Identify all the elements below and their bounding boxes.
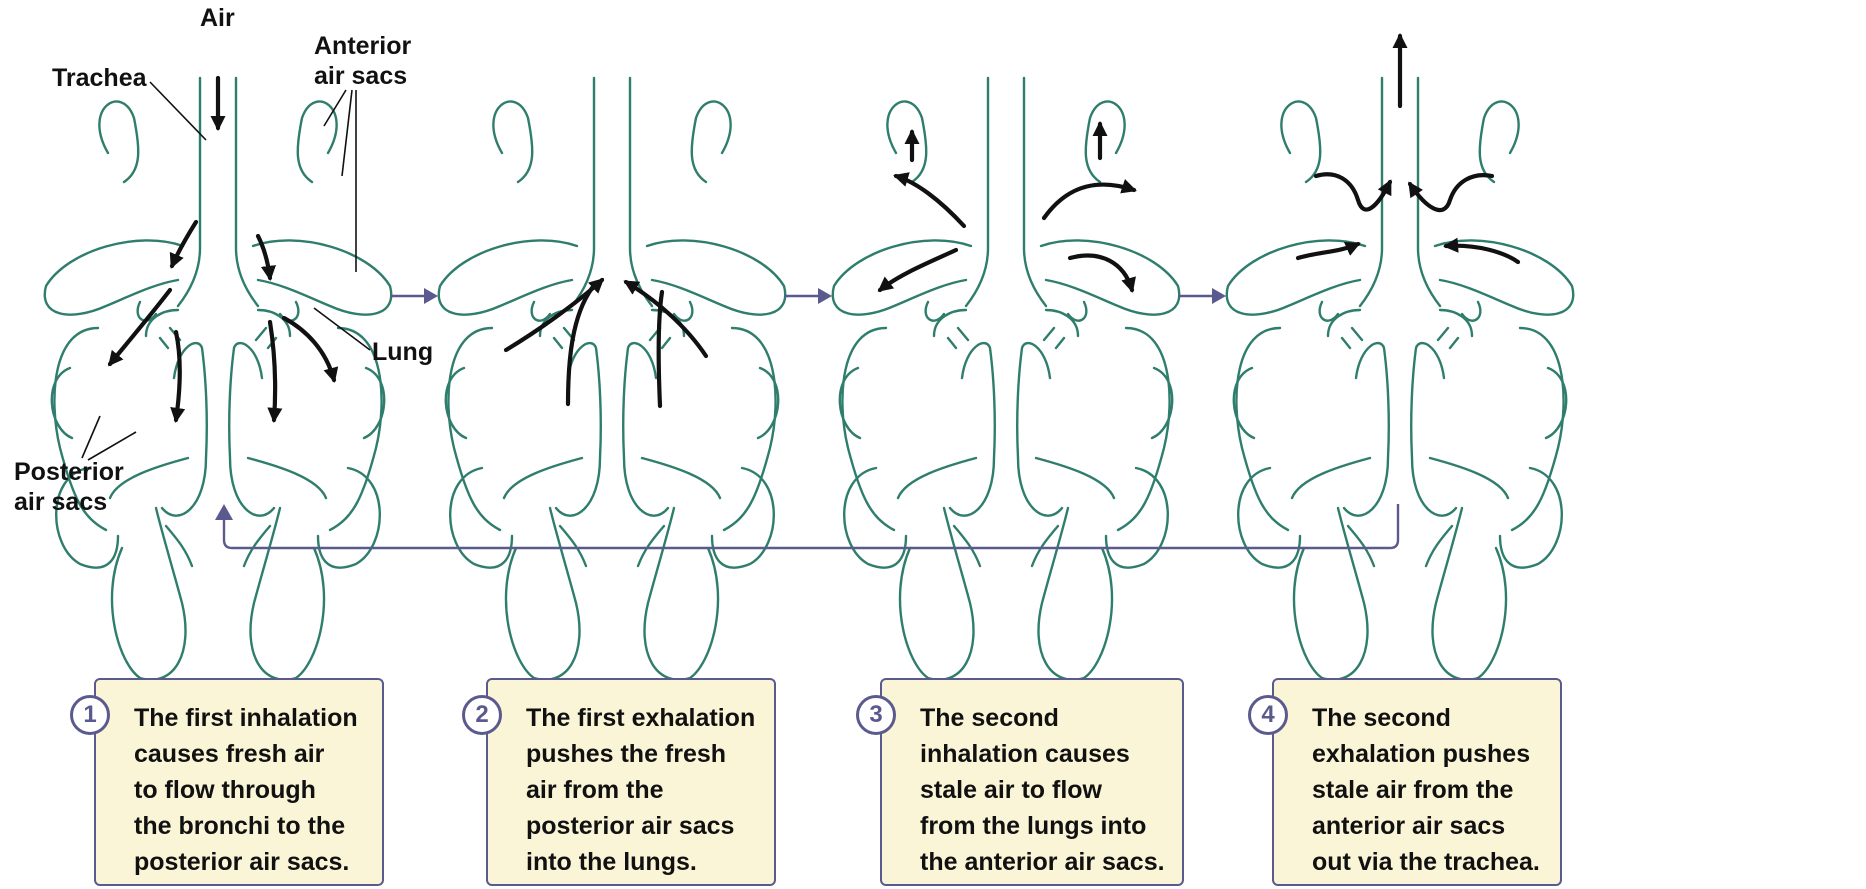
- next-step-arrow-head: [1212, 288, 1226, 304]
- flow-arrow: [880, 250, 956, 290]
- anterior-air-sacs-label: air sacs: [314, 62, 407, 90]
- panel-second-exhalation: [1227, 36, 1573, 680]
- anterior-air-sacs-label: Anterior: [314, 32, 412, 60]
- posterior-air-sacs-label: air sacs: [14, 488, 107, 516]
- lungs-outline: [1227, 78, 1573, 680]
- flow-arrow: [1316, 174, 1390, 209]
- next-step-arrow-head: [818, 288, 832, 304]
- panel-second-inhalation: [833, 78, 1179, 680]
- lungs-outline: [439, 78, 785, 680]
- step-card: 4 The second exhalation pushes stale air…: [1272, 678, 1562, 886]
- panel-first-exhalation: [439, 78, 785, 680]
- step-card: 2 The first exhalation pushes the fresh …: [486, 678, 776, 886]
- lung-label: Lung: [372, 338, 433, 366]
- trachea-leader: [150, 82, 206, 140]
- panel-first-inhalation: [45, 78, 391, 680]
- cycle-return-line: [224, 504, 1398, 548]
- step-description: The first inhalation causes fresh air to…: [134, 700, 358, 880]
- flow-arrow: [176, 332, 180, 420]
- step-description: The second inhalation causes stale air t…: [920, 700, 1165, 880]
- step-description: The first exhalation pushes the fresh ai…: [526, 700, 755, 880]
- posterior-air-sacs-label: Posterior: [14, 458, 124, 486]
- step-number-badge: 4: [1248, 695, 1288, 735]
- flow-arrow: [896, 176, 964, 226]
- flow-arrow: [1070, 256, 1132, 290]
- anterior-leader: [342, 90, 352, 176]
- flow-arrow: [1410, 175, 1492, 210]
- air-label: Air: [200, 4, 235, 32]
- step-card: 1 The first inhalation causes fresh air …: [94, 678, 384, 886]
- lungs-outline: [833, 78, 1179, 680]
- flow-arrow: [284, 318, 334, 380]
- anterior-leader: [324, 90, 346, 126]
- step-description: The second exhalation pushes stale air f…: [1312, 700, 1540, 880]
- next-step-arrow-head: [424, 288, 438, 304]
- posterior-leader: [82, 416, 100, 458]
- flow-arrow: [270, 322, 275, 420]
- lungs-outline: [45, 78, 391, 680]
- flow-arrow: [1446, 246, 1518, 262]
- step-number-badge: 3: [856, 695, 896, 735]
- posterior-leader: [88, 432, 136, 460]
- flow-arrow: [1044, 185, 1134, 218]
- step-number-badge: 2: [462, 695, 502, 735]
- trachea-label: Trachea: [52, 64, 148, 92]
- step-number-badge: 1: [70, 695, 110, 735]
- flow-arrow: [1298, 244, 1358, 258]
- cycle-return-arrow-head: [215, 504, 233, 520]
- step-card: 3 The second inhalation causes stale air…: [880, 678, 1184, 886]
